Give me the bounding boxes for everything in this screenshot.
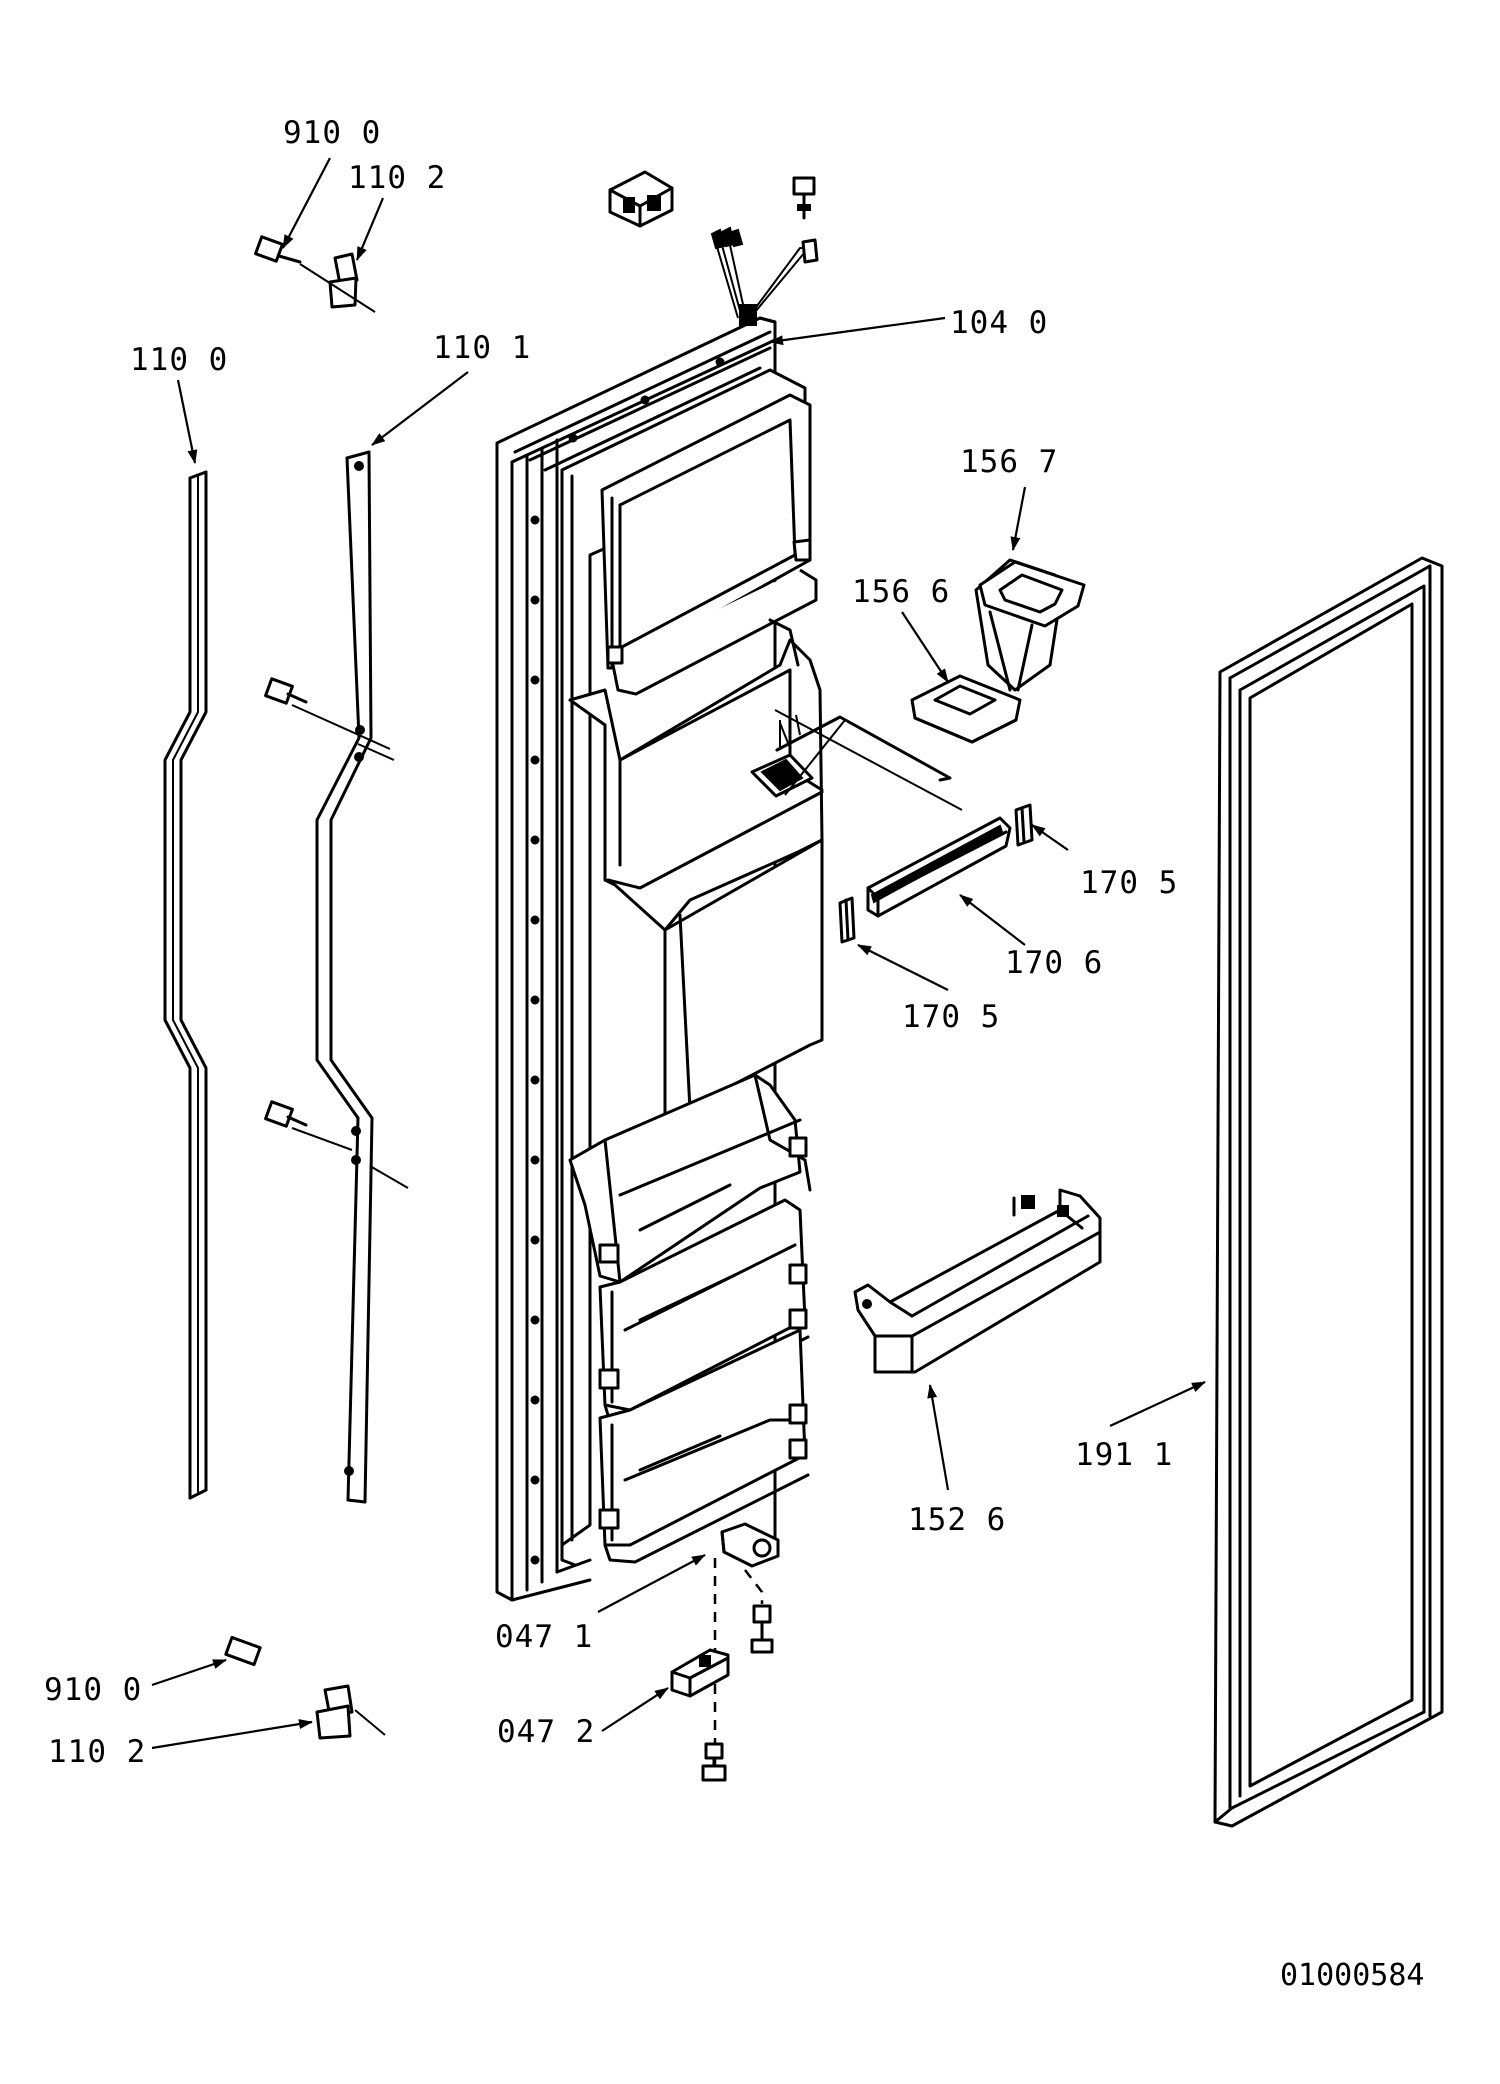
- chute-funnel-156-7: [974, 558, 1086, 692]
- label-047-1: 047 1: [495, 1619, 593, 1655]
- clip-170-5-upper: [1014, 803, 1034, 847]
- label-191-1: 191 1: [1075, 1437, 1173, 1473]
- gasket-156-6: [910, 674, 1022, 744]
- callout-labels: 910 0 110 2 104 0 110 0 110 1 156 7 156 …: [44, 115, 1178, 1770]
- top-hinge-bracket: [254, 235, 376, 313]
- label-047-2: 047 2: [497, 1714, 595, 1750]
- label-152-6: 152 6: [908, 1502, 1006, 1538]
- document-id: 01000584: [1280, 1958, 1425, 1993]
- freezer-door-104-0: [495, 170, 963, 1602]
- screw-icon: [750, 1604, 774, 1654]
- label-910-0-bottom: 910 0: [44, 1672, 142, 1708]
- door-ridge-dots: [530, 357, 725, 1565]
- door-shelf-152-6: [853, 1188, 1102, 1374]
- label-104-0: 104 0: [950, 305, 1048, 341]
- lower-door-bin: [568, 1073, 812, 1284]
- screw-icon: [701, 1742, 727, 1782]
- wire-harness: [710, 226, 819, 326]
- leader-lines: [151, 157, 1206, 1750]
- label-156-7: 156 7: [960, 444, 1058, 480]
- label-170-5-lower: 170 5: [902, 999, 1000, 1035]
- clip-170-5-lower: [838, 896, 856, 944]
- label-170-5-upper: 170 5: [1080, 865, 1178, 901]
- hinge-block-047-2: [670, 1648, 730, 1698]
- lower-door-bin: [598, 1198, 810, 1428]
- label-110-0: 110 0: [130, 342, 228, 378]
- label-110-2-top: 110 2: [348, 160, 446, 196]
- label-156-6: 156 6: [852, 574, 950, 610]
- label-110-1: 110 1: [433, 330, 531, 366]
- door-strap-110-1: [315, 450, 374, 1504]
- label-170-6: 170 6: [1005, 945, 1103, 981]
- connector-block: [608, 170, 674, 228]
- trim-strip-110-0: [163, 470, 208, 1500]
- upper-door-bin: [600, 393, 818, 696]
- light-strip-170-6: [866, 816, 1012, 918]
- label-910-0-top: 910 0: [283, 115, 381, 151]
- bottom-hinge-bracket: [224, 1635, 386, 1740]
- door-gasket-191-1: [1213, 556, 1444, 1828]
- dispenser-cavity: [568, 618, 963, 1122]
- screw-icon: [264, 1100, 409, 1189]
- screw-icon: [792, 176, 816, 220]
- label-110-2-bottom: 110 2: [48, 1734, 146, 1770]
- hinge-plate-047-1: [720, 1522, 780, 1568]
- lower-door-bin: [598, 1328, 810, 1564]
- screw-icon: [264, 677, 395, 761]
- hinge-screw-line: [744, 1569, 764, 1604]
